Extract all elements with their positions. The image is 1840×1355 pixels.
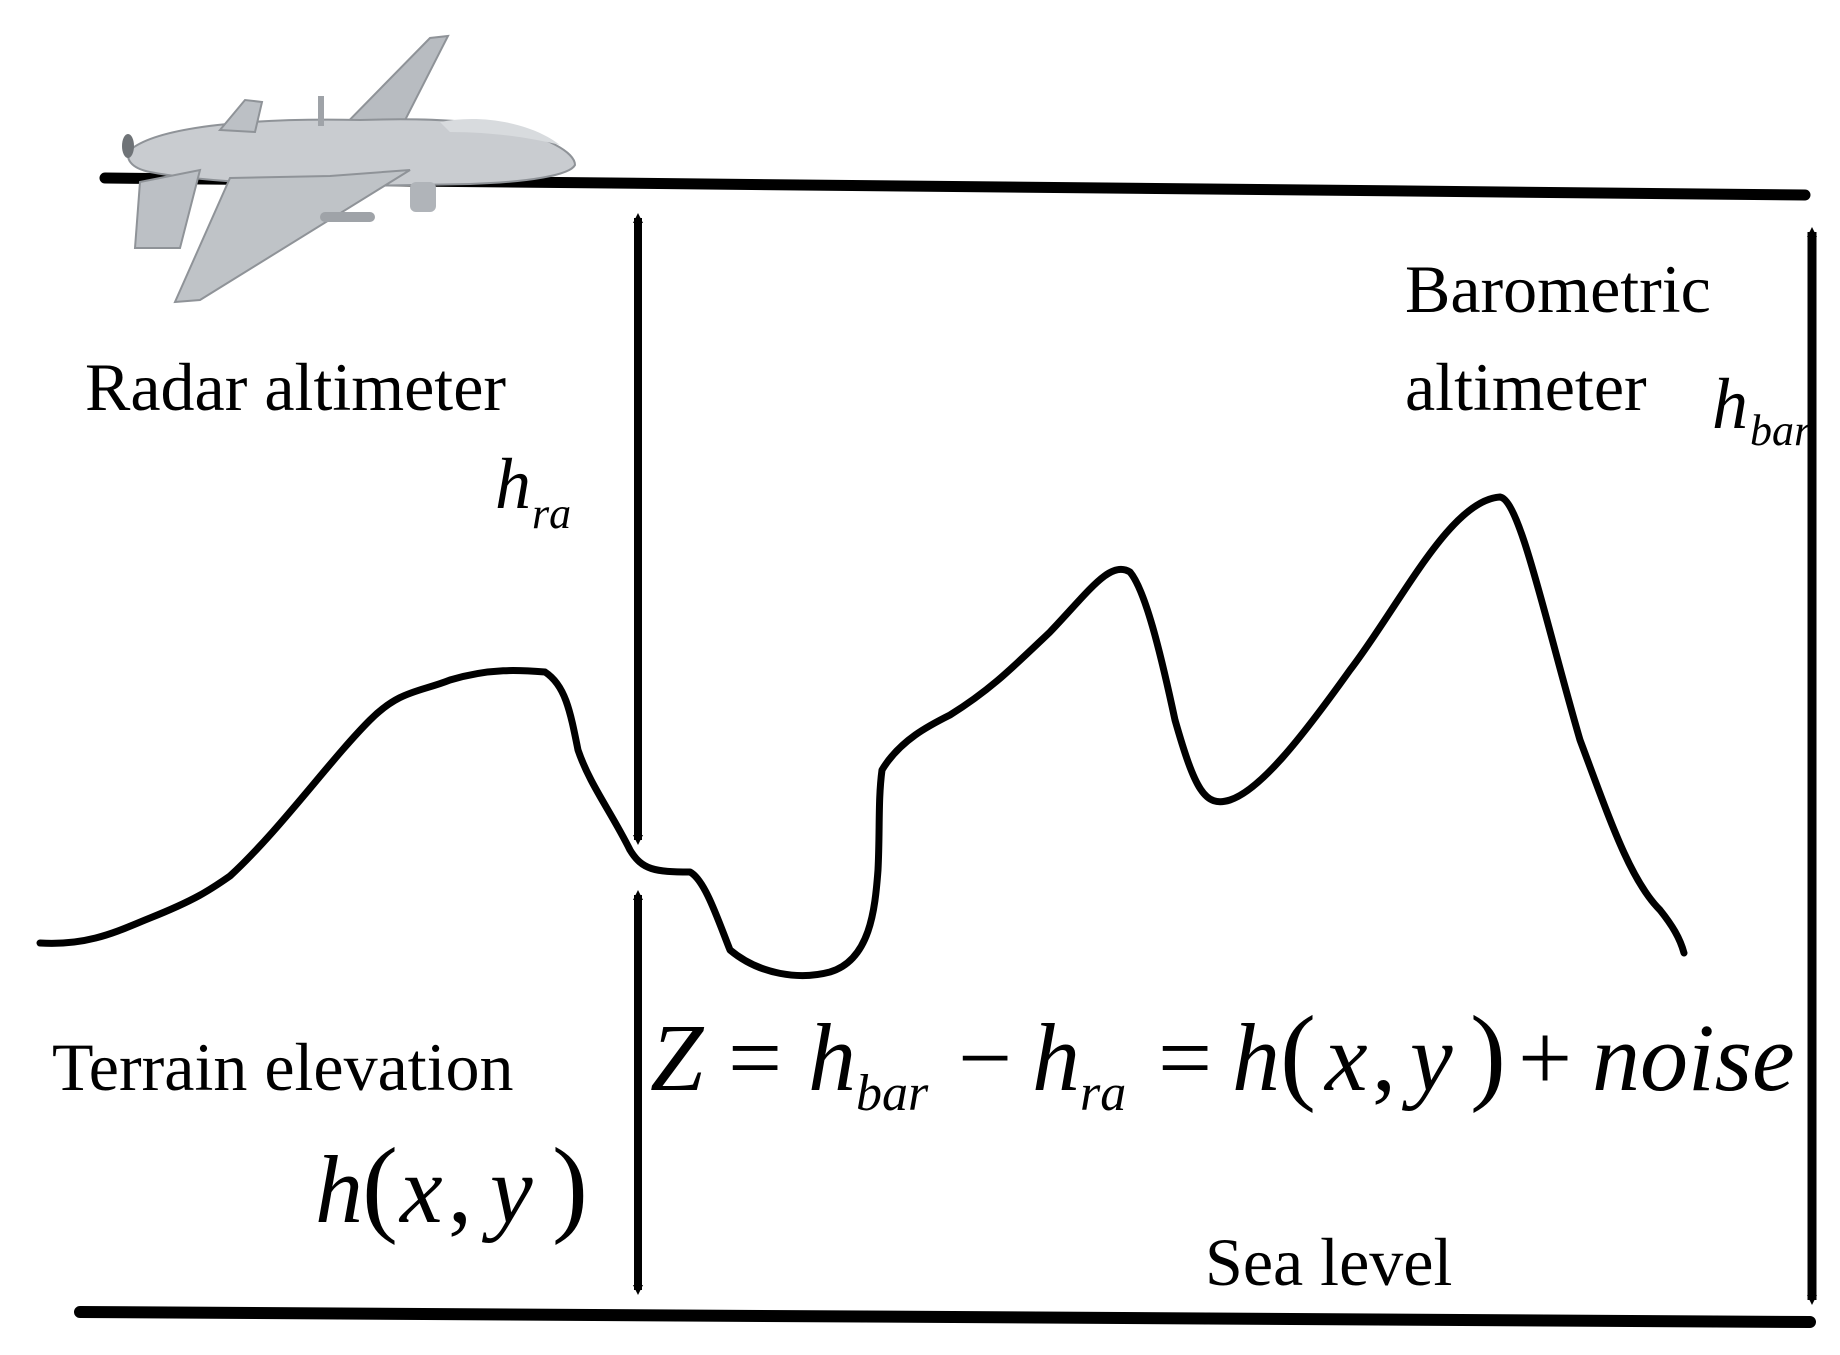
h-xy-comma: , — [448, 1136, 472, 1243]
h-xy-lparen: ( — [362, 1127, 398, 1246]
h-xy-rparen: ) — [552, 1127, 588, 1246]
sea-level-label: Sea level — [1205, 1224, 1452, 1300]
terrain-profile-curve — [36, 493, 1688, 980]
eq-x: x — [1323, 1004, 1368, 1111]
eq-h: h — [1232, 1004, 1280, 1111]
eq-h-bar-sub: bar — [856, 1065, 929, 1122]
h-ra-symbol-h: h — [495, 444, 531, 524]
h-xy-h: h — [315, 1136, 363, 1243]
eq-lparen: ( — [1280, 995, 1316, 1114]
h-xy-y: y — [481, 1136, 533, 1243]
h-bar-symbol-h: h — [1712, 364, 1748, 444]
barometric-altimeter-label-line1: Barometric — [1405, 251, 1711, 327]
sea-level-line — [74, 1306, 1816, 1328]
eq-y: y — [1401, 1004, 1453, 1111]
eq-h-ra-h: h — [1032, 1004, 1080, 1111]
eq-plus: + — [1518, 1004, 1572, 1111]
h-bar-symbol-sub: bar — [1750, 406, 1812, 455]
uav-aircraft-icon — [122, 34, 577, 304]
terrain-elevation-label: Terrain elevation — [52, 1029, 514, 1105]
eq-equals-1: = — [728, 1004, 782, 1111]
eq-h-bar-h: h — [808, 1004, 856, 1111]
eq-rparen: ) — [1470, 995, 1506, 1114]
measurement-equation: Z = h bar − h ra = h ( x , y ) + noise — [650, 995, 1795, 1122]
eq-noise: noise — [1592, 1004, 1795, 1111]
eq-Z: Z — [650, 1004, 705, 1111]
eq-minus: − — [958, 1004, 1012, 1111]
eq-comma: , — [1372, 1004, 1396, 1111]
h-xy-x: x — [398, 1136, 443, 1243]
h-bar-symbol: h bar — [1712, 364, 1812, 455]
eq-equals-2: = — [1158, 1004, 1212, 1111]
eq-h-ra-sub: ra — [1080, 1065, 1126, 1122]
h-ra-symbol-sub: ra — [532, 489, 571, 538]
barometric-altimeter-label-line2: altimeter — [1405, 349, 1647, 425]
h-xy-symbol: h ( x , y ) — [315, 1127, 588, 1246]
h-ra-symbol: h ra — [495, 444, 571, 538]
radar-altimeter-label: Radar altimeter — [85, 349, 506, 425]
